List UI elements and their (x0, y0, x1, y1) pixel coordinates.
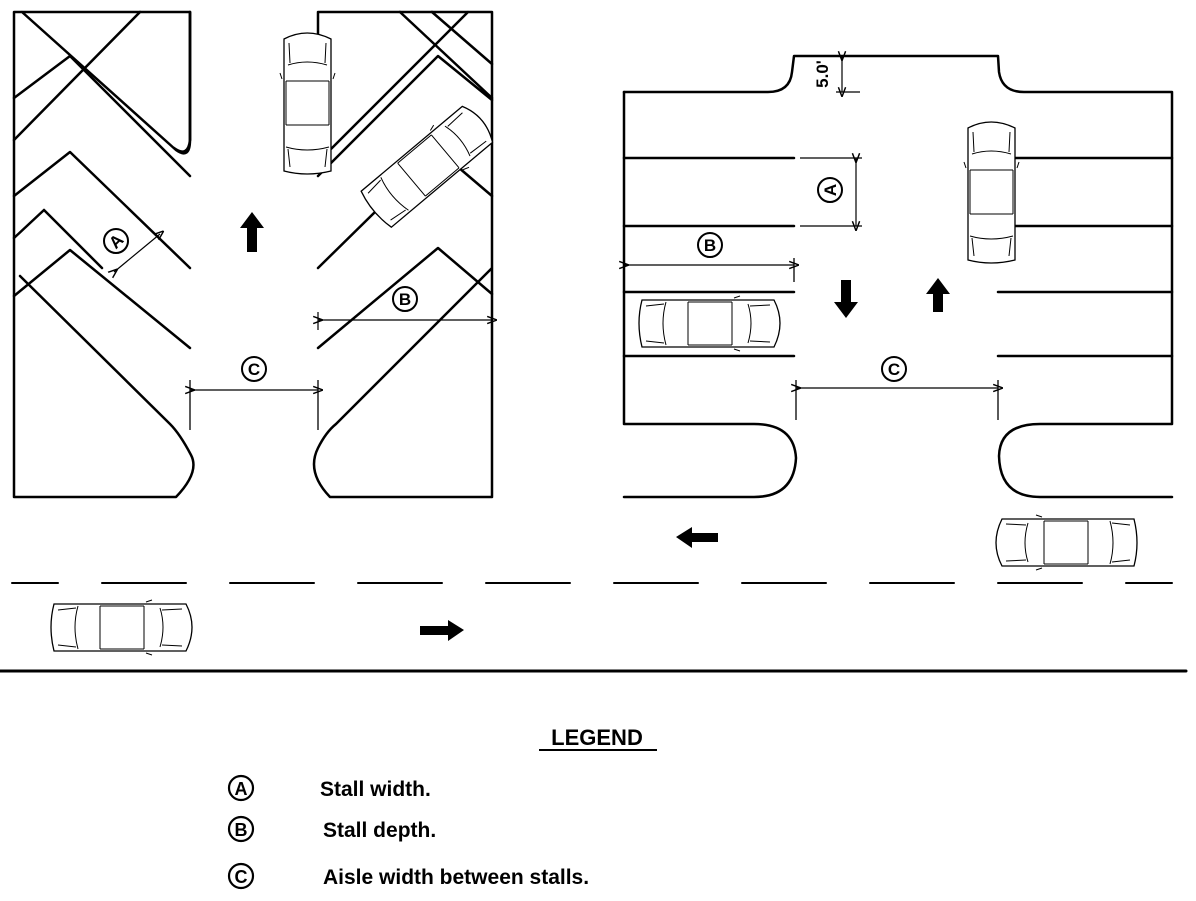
arrow-up-icon (240, 212, 264, 252)
arrow-down-icon (834, 280, 858, 318)
lot-boundary-right (312, 10, 494, 499)
car-icon (50, 599, 193, 656)
legend-title: LEGEND (551, 725, 643, 750)
label-b-badge-right (697, 232, 723, 258)
right-stall-lines (996, 156, 1174, 358)
car-icon (638, 295, 781, 352)
car-icon (355, 98, 501, 233)
left-stall-lines (12, 10, 192, 350)
label-b-left: B (399, 290, 411, 309)
label-b-right: B (704, 236, 716, 255)
legend-text: Stall depth. (323, 819, 436, 842)
legend-key: C (235, 867, 248, 887)
legend-key-badge (227, 862, 255, 890)
label-c-badge-right (881, 356, 907, 382)
angled-parking-lot: A B C (12, 10, 501, 499)
legend-text: Stall width. (320, 778, 431, 801)
car-icon (995, 514, 1138, 571)
perpendicular-parking-lot: 5.0' A B C (622, 54, 1174, 499)
setback-label: 5.0' (813, 60, 832, 88)
label-a-badge-left (103, 228, 129, 254)
label-b-badge-left (392, 286, 418, 312)
legend: LEGEND A Stall width. B Stall depth. C A… (227, 725, 657, 890)
left-stall-lines (622, 156, 796, 358)
left-bay-outline (172, 10, 192, 153)
arrow-up-icon (926, 278, 950, 312)
legend-key-badge (227, 815, 255, 843)
arrow-left-icon (676, 527, 718, 548)
legend-text: Aisle width between stalls. (323, 866, 589, 889)
label-c-right: C (888, 360, 900, 379)
legend-key: A (235, 779, 248, 799)
lot-boundary-left (12, 10, 195, 499)
arrow-right-icon (420, 620, 464, 641)
car-icon (279, 32, 336, 175)
lot-boundary (622, 54, 1174, 499)
label-c-left: C (248, 360, 260, 379)
legend-key-badge (227, 774, 255, 802)
label-a-badge-right (817, 177, 843, 203)
car-icon (963, 121, 1020, 264)
legend-key: B (235, 820, 248, 840)
street (0, 514, 1188, 673)
label-c-badge-left (241, 356, 267, 382)
label-a-right: A (821, 184, 840, 196)
